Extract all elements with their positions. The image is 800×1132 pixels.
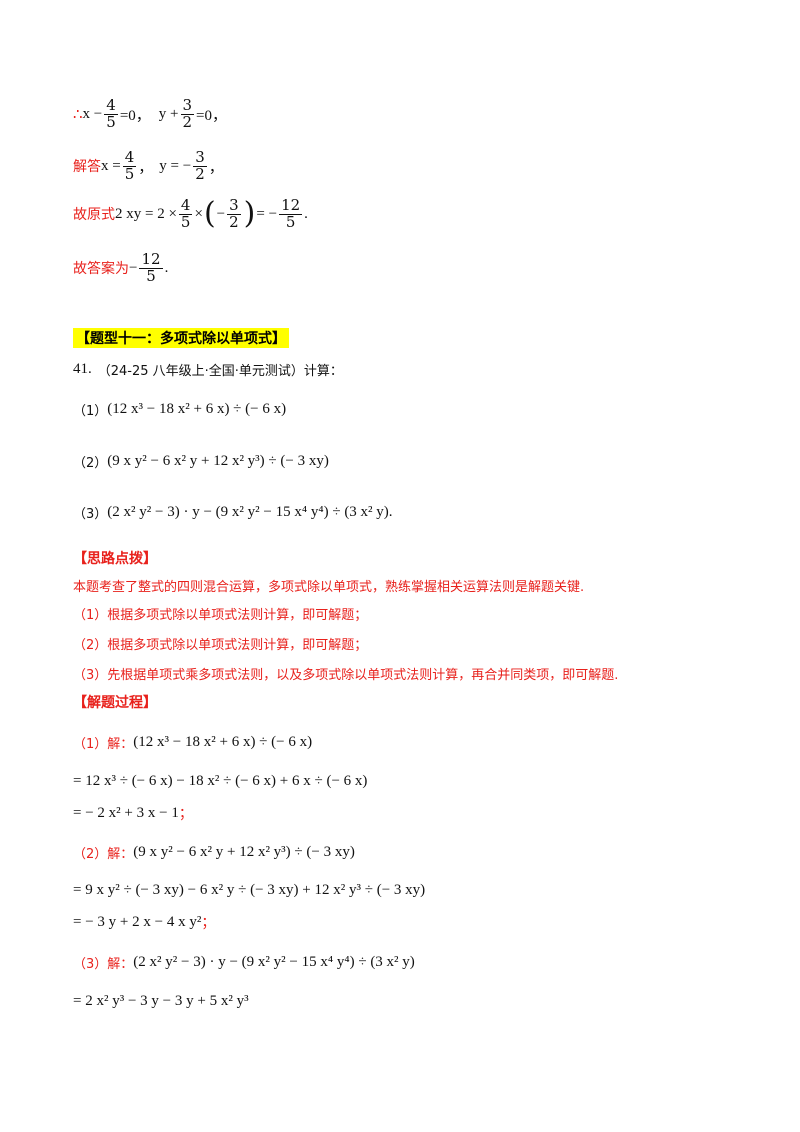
hint-point-2: （2）根据多项式除以单项式法则计算，即可解题； <box>73 638 368 653</box>
expression: (12 x³ − 18 x² + 6 x) ÷ (− 6 x) <box>133 734 313 750</box>
hint-point-3: （3）先根据单项式乘多项式法则，以及多项式除以单项式法则计算，再合并同类项，即可… <box>73 668 619 683</box>
expression: (9 x y² − 6 x² y + 12 x² y³) ÷ (− 3 xy) <box>107 453 329 469</box>
solution-1-header: （1）解： (12 x³ − 18 x² + 6 x) ÷ (− 6 x) <box>73 734 313 752</box>
expression: (9 x y² − 6 x² y + 12 x² y³) ÷ (− 3 xy) <box>133 844 355 860</box>
solution-1-step-1: = 12 x³ ÷ (− 6 x) − 18 x² ÷ (− 6 x) + 6 … <box>73 773 368 789</box>
solution-title: 【解题过程】 <box>73 695 157 711</box>
problem-item-1: （1） (12 x³ − 18 x² + 6 x) ÷ (− 6 x) <box>73 401 287 419</box>
solution-2-step-1: = 9 x y² ÷ (− 3 xy) − 6 x² y ÷ (− 3 xy) … <box>73 882 426 898</box>
therefore-symbol: ∴ <box>73 106 83 123</box>
solution-3-step-1: = 2 x² y³ − 3 y − 3 y + 5 x² y³ <box>73 993 249 1009</box>
problem-number: 41. <box>73 361 92 377</box>
section-tag: 【题型十一：多项式除以单项式】 <box>73 328 289 348</box>
problem-header: 41. （24-25 八年级上·全国·单元测试）计算： <box>73 360 343 379</box>
hint-point-1: （1）根据多项式除以单项式法则计算，即可解题； <box>73 608 368 623</box>
expression: (12 x³ − 18 x² + 6 x) ÷ (− 6 x) <box>107 401 287 417</box>
problem-item-3: （3） (2 x² y² − 3) · y − (9 x² y² − 15 x⁴… <box>73 504 393 522</box>
expression: (2 x² y² − 3) · y − (9 x² y² − 15 x⁴ y⁴)… <box>133 954 415 970</box>
expression: (2 x² y² − 3) · y − (9 x² y² − 15 x⁴ y⁴)… <box>107 504 393 520</box>
solution-1-step-2: = − 2 x² + 3 x − 1 ； <box>73 804 193 823</box>
problem-source: （24-25 八年级上·全国·单元测试）计算： <box>97 364 343 379</box>
solution-3-header: （3）解： (2 x² y² − 3) · y − (9 x² y² − 15 … <box>73 954 415 972</box>
hint-intro: 本题考查了整式的四则混合运算，多项式除以单项式，熟练掌握相关运算法则是解题关键. <box>73 580 585 595</box>
solution-2-step-2: = − 3 y + 2 x − 4 x y² ； <box>73 913 216 932</box>
hint-title: 【思路点拨】 <box>73 551 157 567</box>
problem-item-2: （2） (9 x y² − 6 x² y + 12 x² y³) ÷ (− 3 … <box>73 453 329 471</box>
solution-2-header: （2）解： (9 x y² − 6 x² y + 12 x² y³) ÷ (− … <box>73 844 355 862</box>
